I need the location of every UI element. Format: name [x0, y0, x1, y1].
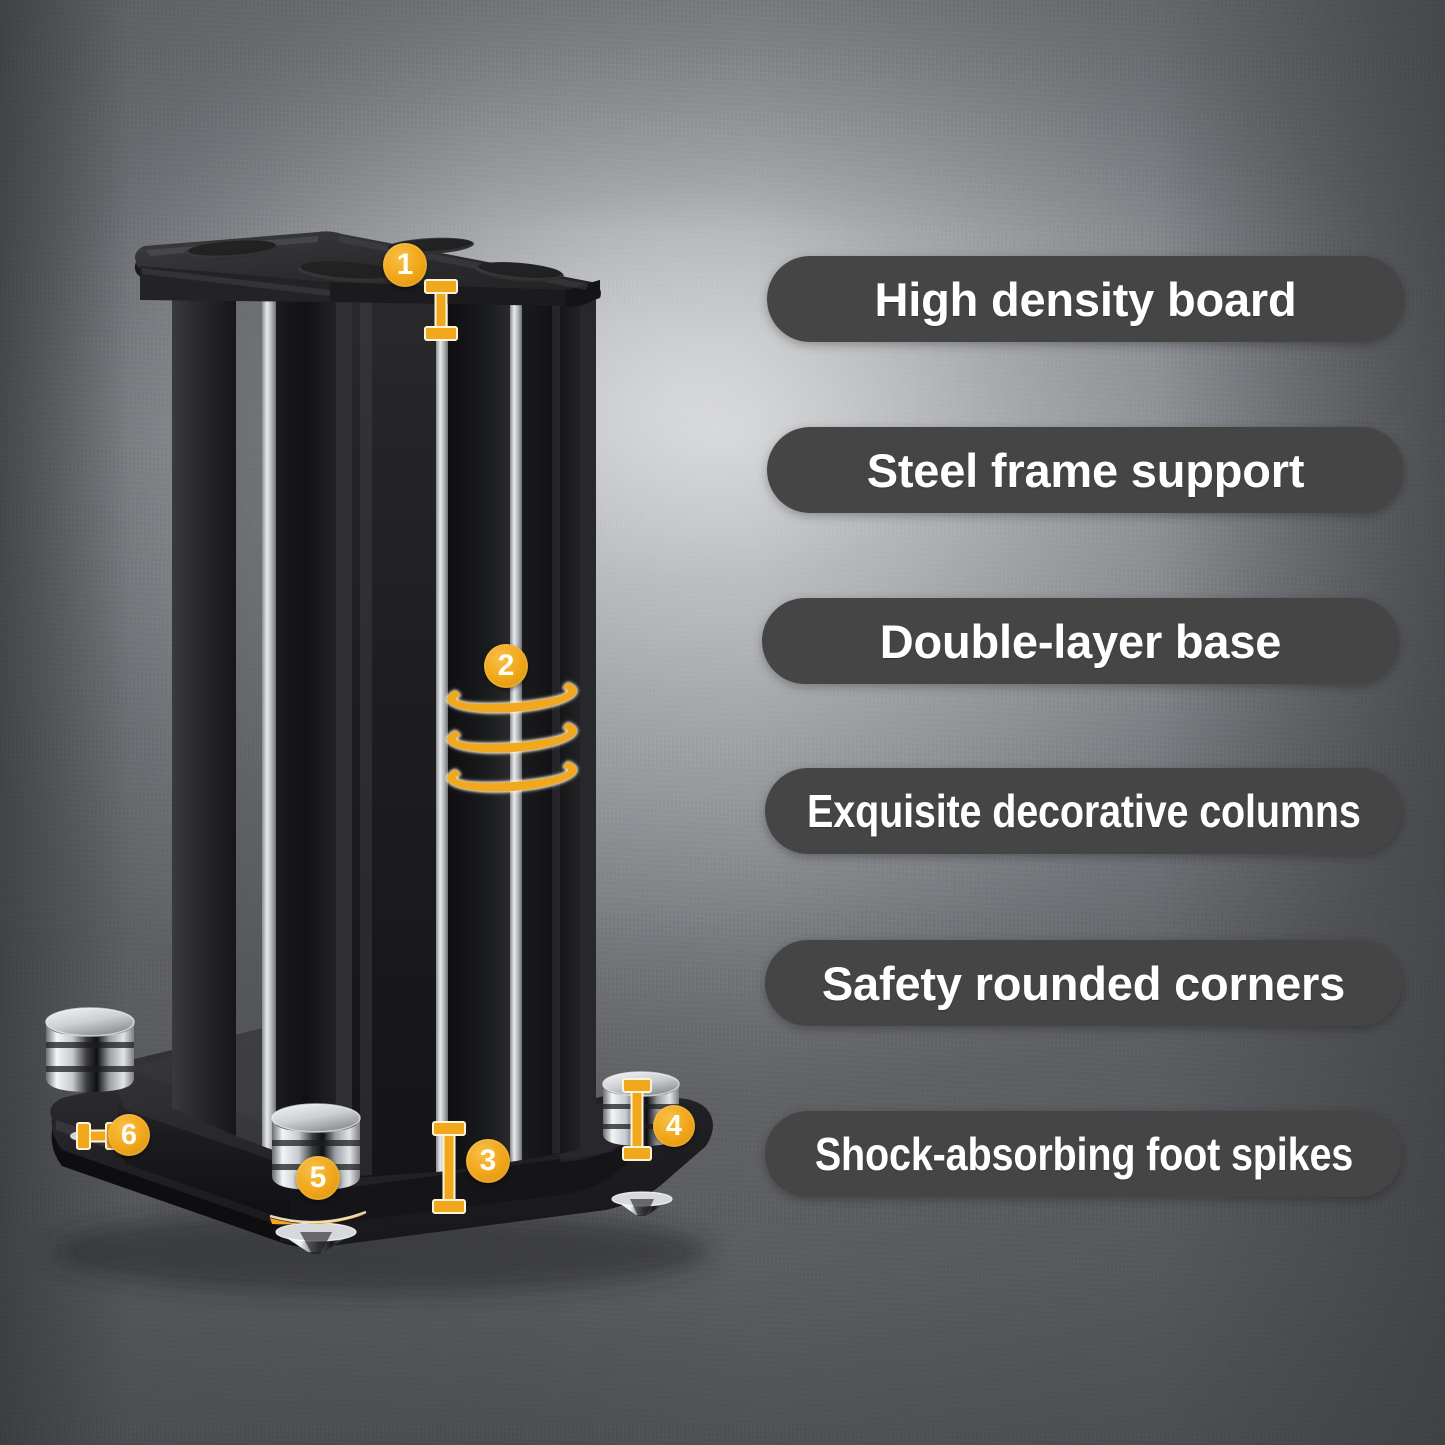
- callout-marker-3-number: 3: [479, 1144, 497, 1177]
- feature-label-3: Double-layer base: [879, 614, 1282, 668]
- spike-foot-right: [611, 1191, 673, 1216]
- feature-pill-steel-frame-support[interactable]: Steel frame support: [767, 427, 1404, 513]
- feature-pill-high-density-board[interactable]: High density board: [767, 256, 1404, 342]
- callout-marker-1-number: 1: [396, 248, 414, 281]
- feature-label-5: Safety rounded corners: [821, 956, 1346, 1010]
- feature-label-6: Shock-absorbing foot spikes: [814, 1128, 1353, 1180]
- callout-marker-4[interactable]: 4: [653, 1105, 695, 1147]
- feature-pill-exquisite-decorative-columns[interactable]: Exquisite decorative columns: [765, 768, 1402, 854]
- dimension-indicator-post-height: [622, 1078, 652, 1161]
- callout-marker-6-number: 6: [120, 1118, 138, 1151]
- callout-marker-6[interactable]: 6: [108, 1114, 150, 1156]
- callout-marker-5-number: 5: [309, 1161, 327, 1194]
- spike-foot-front: [275, 1222, 357, 1254]
- chrome-post-left: [45, 1007, 135, 1092]
- callout-marker-1[interactable]: 1: [383, 243, 427, 287]
- callout-marker-3[interactable]: 3: [466, 1139, 510, 1183]
- dimension-indicator-board-thickness: [424, 279, 458, 341]
- feature-label-2: Steel frame support: [866, 443, 1305, 497]
- feature-pill-shock-absorbing-foot-spikes[interactable]: Shock-absorbing foot spikes: [765, 1111, 1402, 1197]
- dimension-indicator-base-thickness: [432, 1121, 466, 1214]
- feature-pill-safety-rounded-corners[interactable]: Safety rounded corners: [765, 940, 1402, 1026]
- callout-marker-2-number: 2: [497, 649, 515, 682]
- callout-marker-4-number: 4: [665, 1109, 683, 1142]
- callout-marker-5[interactable]: 5: [296, 1156, 340, 1200]
- callout-marker-2[interactable]: 2: [484, 644, 528, 688]
- feature-pill-double-layer-base[interactable]: Double-layer base: [762, 598, 1399, 684]
- feature-label-1: High density board: [874, 272, 1297, 326]
- feature-label-4: Exquisite decorative columns: [806, 785, 1361, 837]
